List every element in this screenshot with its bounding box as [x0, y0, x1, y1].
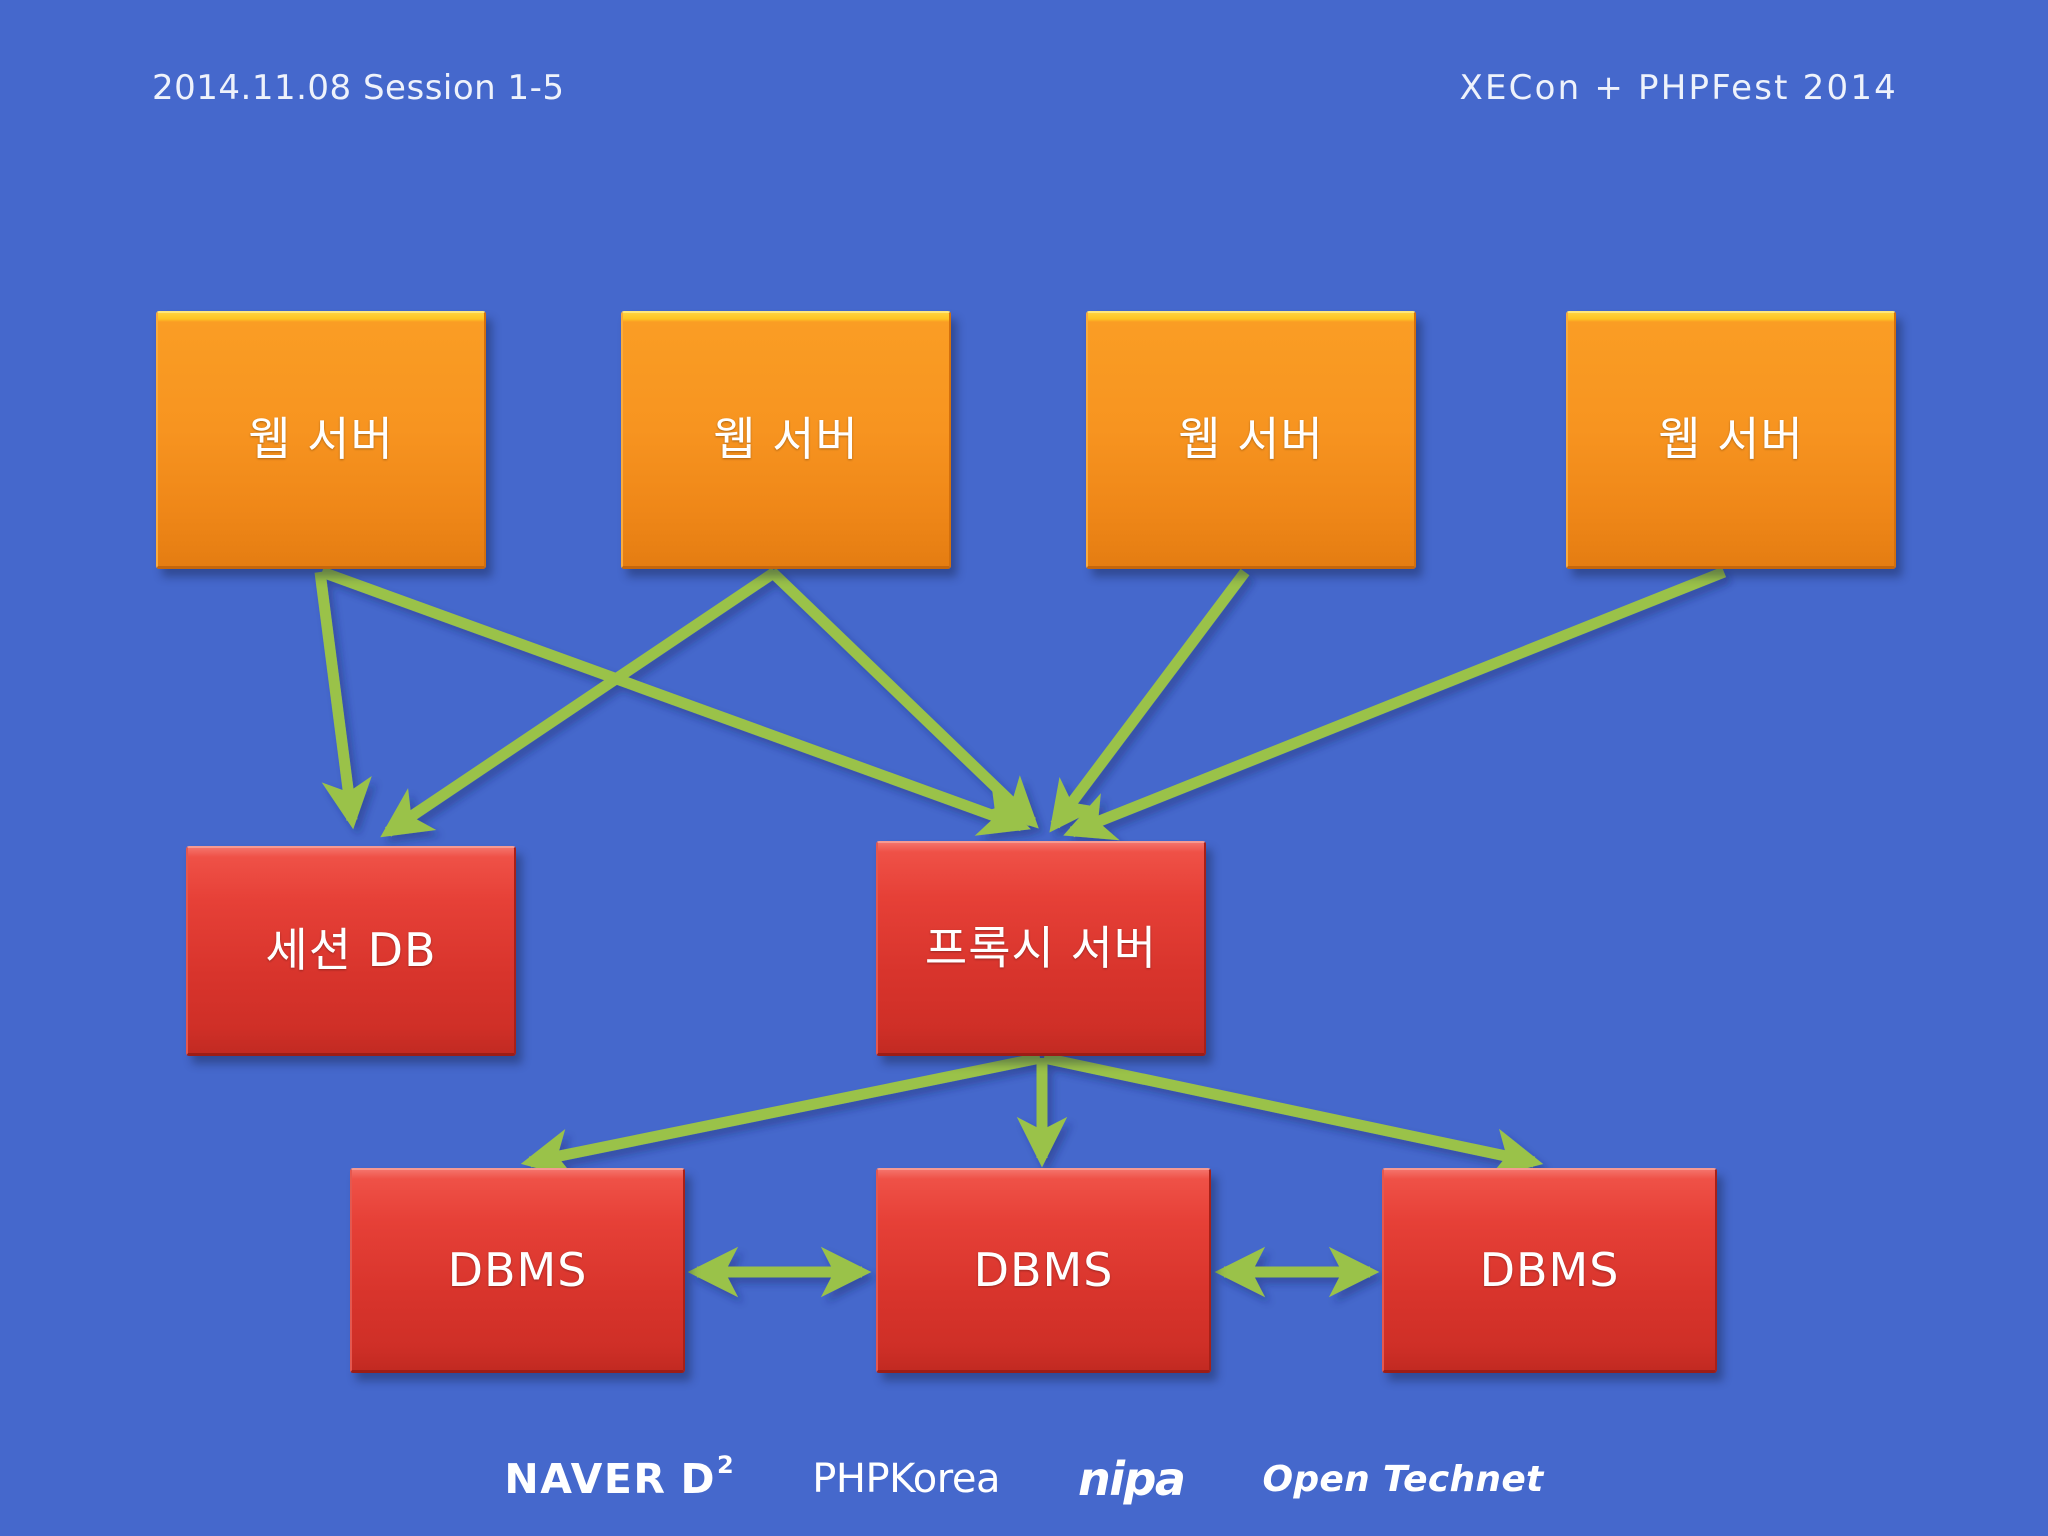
node-label: DBMS	[1479, 1242, 1620, 1297]
node-label: 웹 서버	[713, 412, 859, 467]
node-web-server-3[interactable]: 웹 서버	[1086, 311, 1416, 569]
node-label: 웹 서버	[248, 412, 394, 467]
node-label: 웹 서버	[1658, 412, 1804, 467]
node-web-server-1[interactable]: 웹 서버	[156, 311, 486, 569]
edge-web4-proxy	[1063, 566, 1727, 841]
naver-wordmark: NAVER	[504, 1455, 667, 1503]
node-label: 세션 DB	[265, 923, 437, 978]
edge-web3-proxy	[1049, 568, 1250, 833]
node-label: DBMS	[447, 1242, 588, 1297]
node-dbms-1[interactable]: DBMS	[350, 1168, 685, 1373]
d2-letter: D	[680, 1455, 717, 1503]
node-label: DBMS	[973, 1242, 1114, 1297]
edge-web1-sessiondb	[314, 571, 372, 830]
slide-session-label: 2014.11.08 Session 1-5	[152, 68, 565, 108]
d2-superscript: 2	[717, 1451, 736, 1479]
edge-web1-proxy	[320, 566, 1031, 836]
node-session-db[interactable]: 세션 DB	[186, 846, 516, 1056]
edge-web2-sessiondb	[380, 567, 779, 838]
node-proxy-server[interactable]: 프록시 서버	[876, 841, 1206, 1056]
node-web-server-4[interactable]: 웹 서버	[1566, 311, 1896, 569]
edge-web2-proxy	[768, 568, 1039, 829]
open-technet-logo: Open Technet	[1262, 1458, 1544, 1500]
slide-event-label: XECon + PHPFest 2014	[1459, 68, 1898, 108]
node-dbms-2[interactable]: DBMS	[876, 1168, 1211, 1373]
edge-proxy-dbms3	[1042, 1052, 1544, 1179]
node-web-server-2[interactable]: 웹 서버	[621, 311, 951, 569]
node-label: 웹 서버	[1178, 412, 1324, 467]
node-label: 프록시 서버	[924, 920, 1158, 975]
nipa-logo: nipa	[1077, 1452, 1186, 1506]
phpkorea-logo: PHPKorea	[812, 1456, 1000, 1502]
edge-proxy-dbms1	[520, 1052, 1042, 1179]
node-dbms-3[interactable]: DBMS	[1382, 1168, 1717, 1373]
